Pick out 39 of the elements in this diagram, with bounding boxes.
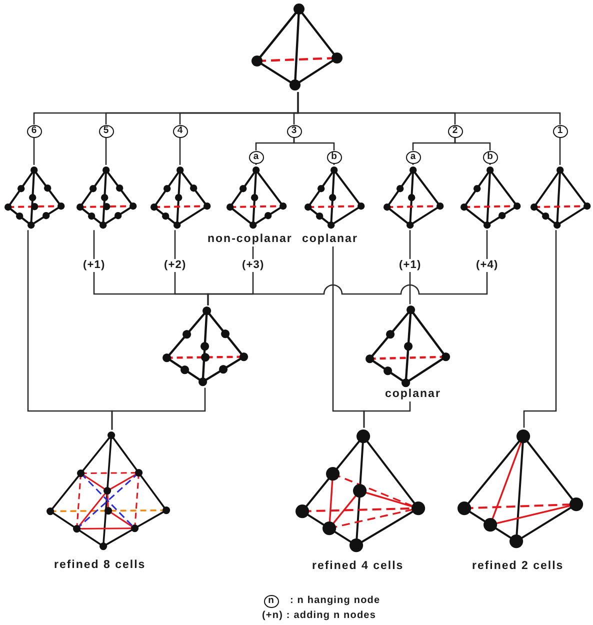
connector-line bbox=[207, 230, 488, 306]
connector-line bbox=[363, 402, 411, 428]
circled-label: b bbox=[326, 150, 342, 164]
connector-line bbox=[333, 164, 335, 165]
edge-label: (+3) bbox=[241, 258, 266, 272]
connector-line bbox=[111, 388, 206, 430]
circled-label: 1 bbox=[552, 124, 568, 138]
circled-label: 2 bbox=[448, 124, 462, 138]
connector-line bbox=[489, 164, 491, 165]
circled-label: 5 bbox=[98, 124, 114, 138]
connector-line bbox=[255, 164, 257, 165]
connector-line bbox=[179, 138, 181, 165]
circled-label: 3 bbox=[286, 124, 302, 138]
circled-label: 4 bbox=[172, 124, 188, 138]
circled-label: 6 bbox=[26, 124, 42, 138]
connector-line bbox=[559, 138, 561, 165]
edge-label: (+4) bbox=[475, 258, 500, 272]
tetrahedron-caption: refined 2 cells bbox=[472, 560, 564, 574]
connector-line bbox=[523, 230, 557, 428]
tetrahedron-caption: refined 8 cells bbox=[54, 559, 146, 572]
tetrahedron-caption: coplanar bbox=[384, 388, 441, 402]
connector-line bbox=[33, 138, 35, 165]
connector-line bbox=[454, 138, 491, 150]
circled-label: b bbox=[482, 150, 498, 164]
edge-label: (+1) bbox=[398, 258, 422, 272]
legend-text: : n hanging node bbox=[290, 595, 380, 607]
tetrahedron-caption: coplanar bbox=[302, 233, 358, 246]
connector-line bbox=[105, 138, 107, 165]
legend-text: (+n) : adding n nodes bbox=[262, 610, 376, 622]
circled-label: n bbox=[264, 594, 278, 608]
circled-label: a bbox=[406, 150, 420, 164]
connector-line bbox=[412, 164, 414, 165]
edge-label: (+1) bbox=[82, 258, 106, 272]
connector-line bbox=[293, 138, 335, 150]
connector-line bbox=[297, 92, 561, 124]
edge-label: (+2) bbox=[163, 258, 188, 272]
tetrahedron-caption: non-coplanar bbox=[208, 233, 292, 246]
circled-label: a bbox=[248, 150, 264, 164]
tetrahedron-caption: refined 4 cells bbox=[312, 560, 404, 574]
